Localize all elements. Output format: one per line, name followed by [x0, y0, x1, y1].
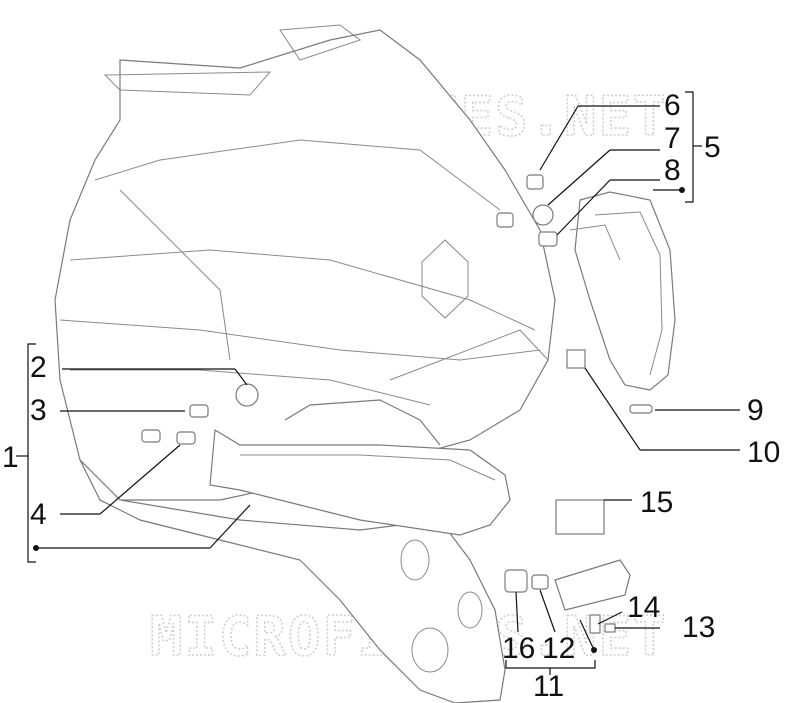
callout-5: 5 [704, 131, 721, 164]
bulb-6 [526, 174, 544, 190]
reflector-15 [555, 499, 605, 535]
callout-9: 9 [747, 394, 764, 427]
socket-8 [538, 231, 558, 247]
callout-numbers: 1 2 3 4 5 6 7 8 9 10 11 12 13 14 15 16 [2, 89, 780, 703]
callout-11: 11 [533, 670, 564, 703]
callout-4: 4 [30, 498, 47, 531]
screw-14 [589, 614, 601, 634]
bulb-16 [531, 574, 549, 590]
callout-8: 8 [664, 154, 681, 187]
left-tail-light-assembly [209, 399, 511, 536]
screw-9 [629, 404, 653, 414]
license-light-12 [554, 559, 631, 611]
callout-3: 3 [30, 394, 47, 427]
emblem-hexagon [421, 239, 469, 319]
rear-fender [79, 459, 506, 703]
callout-16: 16 [502, 632, 535, 665]
socket-3 [189, 404, 209, 418]
screw-13 [604, 623, 616, 633]
bulb-6b [496, 212, 514, 228]
callout-14: 14 [627, 591, 660, 624]
bulb-7 [532, 204, 554, 226]
socket-4 [176, 431, 196, 445]
callout-2: 2 [30, 351, 47, 384]
small-parts [504, 349, 653, 634]
callout-12: 12 [542, 632, 575, 665]
callout-1: 1 [2, 441, 19, 474]
bracket-10 [566, 349, 586, 369]
callout-15: 15 [640, 486, 673, 519]
leader-lines [16, 91, 740, 675]
bulbs-and-sockets [141, 174, 558, 445]
bulb-2 [235, 383, 259, 407]
callout-10: 10 [747, 436, 780, 469]
right-tail-light-lens [569, 191, 676, 391]
callout-13: 13 [682, 611, 715, 644]
socket-3b [141, 429, 161, 443]
rear-body-fairing [54, 24, 556, 501]
callout-7: 7 [664, 122, 681, 155]
callout-6: 6 [664, 89, 681, 122]
connector-16 [504, 569, 528, 593]
